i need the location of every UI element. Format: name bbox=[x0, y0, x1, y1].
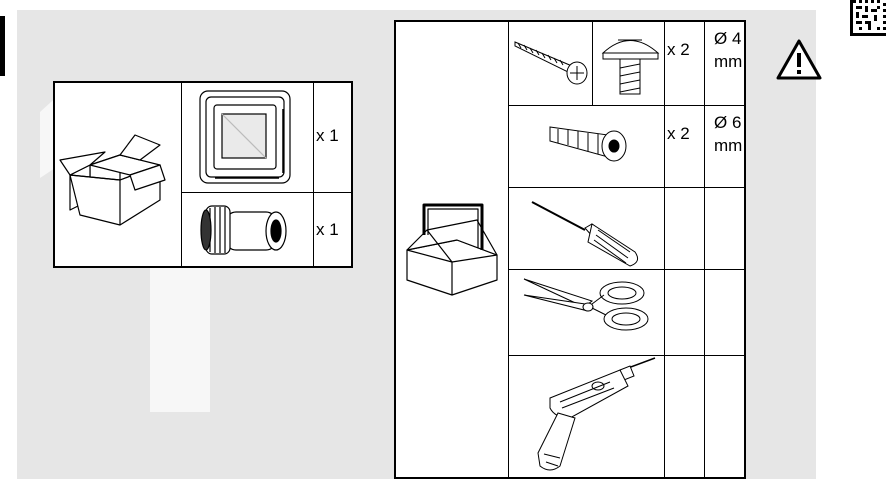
contents-qty-cell-2 bbox=[313, 192, 351, 266]
tools-qty-cell-1 bbox=[664, 22, 704, 105]
cable-gland-icon bbox=[200, 205, 287, 255]
contents-top-mask bbox=[53, 10, 353, 81]
screw-head-icon bbox=[601, 39, 660, 95]
thermostat-icon bbox=[199, 90, 291, 184]
tools-size-cell-5 bbox=[704, 355, 744, 477]
wire-stripper-icon bbox=[523, 278, 649, 331]
screw-qty: x 2 bbox=[667, 40, 690, 59]
screwdriver-icon bbox=[531, 201, 639, 267]
tools-cell-2 bbox=[508, 105, 664, 187]
warning-icon bbox=[776, 39, 822, 80]
tools-cell-1b bbox=[592, 22, 664, 105]
tools-cell-5 bbox=[508, 355, 664, 477]
tools-size-cell-4 bbox=[704, 269, 744, 355]
tools-size-cell-1 bbox=[704, 22, 744, 105]
screw-size-unit: mm bbox=[714, 52, 743, 71]
contents-cell-2 bbox=[181, 192, 313, 266]
wall-plug-size-value: Ø 6 bbox=[714, 113, 742, 132]
screw-icon bbox=[514, 41, 588, 85]
tools-qty-cell-3 bbox=[664, 187, 704, 269]
screw-size-value: Ø 4 bbox=[714, 29, 742, 48]
contents-qty-2: x 1 bbox=[316, 220, 339, 239]
tools-cell-4 bbox=[508, 269, 664, 355]
contents-qty-1: x 1 bbox=[316, 126, 339, 145]
tools-qty-cell-4 bbox=[664, 269, 704, 355]
tools-cell-1a bbox=[508, 22, 592, 105]
datamatrix-code bbox=[850, 0, 886, 36]
wall-plug-qty: x 2 bbox=[667, 124, 690, 143]
drill-icon bbox=[537, 357, 656, 471]
page-edge-bar bbox=[0, 16, 5, 76]
tools-grid bbox=[396, 22, 744, 477]
open-box-icon bbox=[59, 134, 166, 226]
tools-cell-3 bbox=[508, 187, 664, 269]
tools-size-cell-2 bbox=[704, 105, 744, 187]
wall-plug-icon bbox=[549, 126, 627, 162]
toolbox-icon bbox=[406, 203, 498, 296]
package-contents-frame bbox=[53, 81, 353, 268]
tools-qty-cell-5 bbox=[664, 355, 704, 477]
wall-plug-size-unit: mm bbox=[714, 136, 743, 155]
tools-size-cell-3 bbox=[704, 187, 744, 269]
tools-qty-cell-2 bbox=[664, 105, 704, 187]
